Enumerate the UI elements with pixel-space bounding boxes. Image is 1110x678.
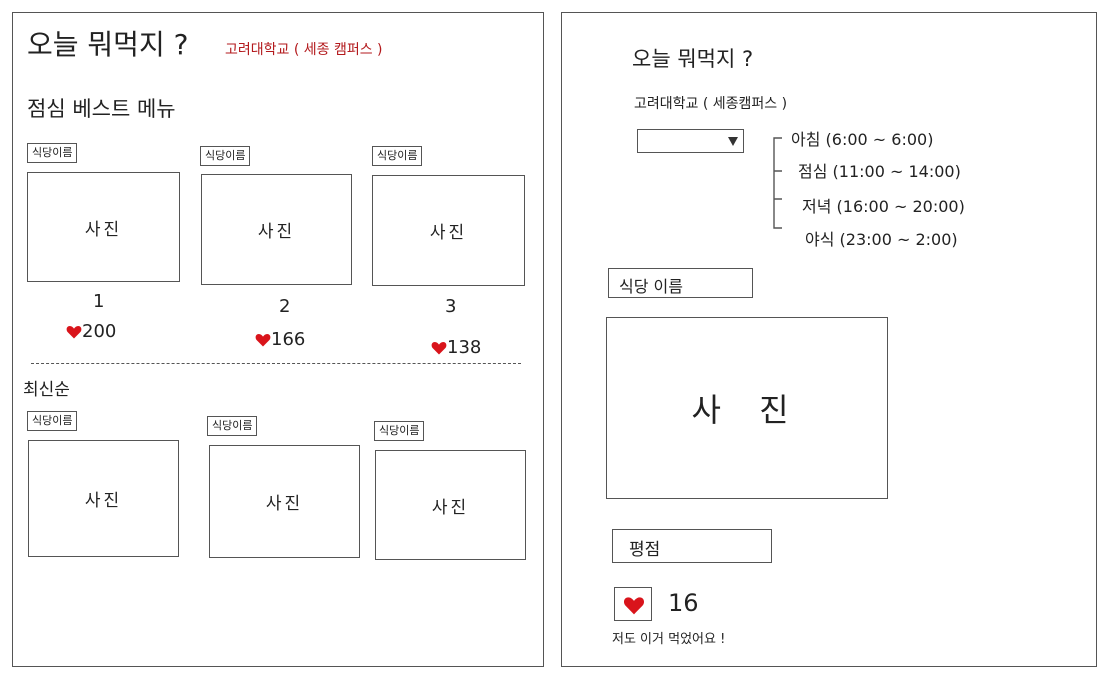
photo-placeholder-text: 사진 (84, 219, 123, 240)
photo-placeholder-text: 사진 (429, 223, 468, 243)
restaurant-photo[interactable]: 사 진 (606, 317, 888, 499)
like-button[interactable] (614, 587, 652, 621)
restaurant-name-label: 식당이름 (207, 416, 258, 436)
meal-name: 저녁 (802, 197, 832, 216)
restaurant-name-label: 식당이름 (372, 146, 423, 166)
restaurant-photo[interactable]: 사진 (372, 175, 525, 286)
campus-label: 고려대학교 ( 세종 캠퍼스 ) (225, 42, 383, 58)
photo-placeholder-text: 사진 (265, 494, 304, 514)
restaurant-photo[interactable]: 사진 (201, 174, 352, 285)
photo-placeholder-text: 사진 (431, 497, 470, 518)
campus-label: 고려대학교 ( 세종캠퍼스 ) (634, 96, 788, 112)
heart-icon (623, 597, 645, 615)
restaurant-photo[interactable]: 사진 (27, 172, 180, 282)
recent-heading: 최신순 (23, 380, 70, 400)
meal-time: (16:00 ~ 20:00) (836, 197, 965, 216)
rank-number: 1 (93, 291, 105, 312)
photo-placeholder-text: 사진 (84, 491, 123, 511)
best-menu-page: 오늘 뭐먹지 ? 고려대학교 ( 세종 캠퍼스 ) 점심 베스트 메뉴 식당이름… (12, 12, 544, 667)
restaurant-name-label: 식당이름 (27, 411, 78, 431)
photo-placeholder-text: 사진 (257, 222, 296, 242)
like-count-value: 200 (82, 321, 117, 342)
meal-name: 아침 (791, 130, 821, 149)
rating-field: 평점 (612, 529, 772, 563)
ate-this-too-link[interactable]: 저도 이거 먹었어요 ! (612, 632, 726, 647)
photo-placeholder-text: 사 진 (691, 391, 803, 429)
meal-time-dropdown[interactable] (637, 129, 744, 153)
like-count-value: 138 (447, 337, 482, 358)
meal-time: (23:00 ~ 2:00) (839, 230, 958, 249)
rank-number: 3 (445, 296, 457, 317)
best-menu-heading: 점심 베스트 메뉴 (27, 97, 176, 121)
meal-name: 야식 (805, 230, 835, 249)
heart-icon[interactable] (431, 341, 447, 355)
app-title: 오늘 뭐먹지 ? (27, 28, 189, 61)
app-title: 오늘 뭐먹지 ? (632, 47, 754, 71)
meal-name: 점심 (798, 162, 828, 181)
heart-icon[interactable] (66, 325, 82, 339)
restaurant-name-label: 식당이름 (374, 421, 425, 441)
restaurant-photo[interactable]: 사진 (375, 450, 526, 560)
meal-time: (6:00 ~ 6:00) (825, 130, 934, 149)
like-count[interactable]: 200 (66, 321, 116, 342)
restaurant-name-field: 식당 이름 (608, 268, 753, 298)
rank-number: 2 (279, 296, 291, 317)
caret-down-icon (728, 137, 738, 146)
like-count[interactable]: 138 (431, 337, 481, 358)
restaurant-photo[interactable]: 사진 (209, 445, 360, 558)
restaurant-name-label: 식당이름 (200, 146, 251, 166)
meal-time-option[interactable]: 야식 (23:00 ~ 2:00) (805, 226, 958, 250)
meal-time-option[interactable]: 아침 (6:00 ~ 6:00) (791, 126, 933, 150)
like-count[interactable]: 166 (255, 329, 305, 350)
heart-icon[interactable] (255, 333, 271, 347)
restaurant-photo[interactable]: 사진 (28, 440, 179, 557)
like-count-value: 166 (271, 329, 306, 350)
meal-time: (11:00 ~ 14:00) (832, 162, 961, 181)
restaurant-detail-page: 오늘 뭐먹지 ? 고려대학교 ( 세종캠퍼스 ) 아침 (6:00 ~ 6:00… (561, 12, 1097, 667)
bracket-connector (773, 137, 782, 229)
restaurant-name-label: 식당이름 (27, 143, 78, 163)
meal-time-option[interactable]: 저녁 (16:00 ~ 20:00) (802, 193, 965, 217)
section-divider (31, 363, 521, 364)
like-count: 16 (668, 589, 699, 617)
meal-time-option[interactable]: 점심 (11:00 ~ 14:00) (798, 158, 961, 182)
